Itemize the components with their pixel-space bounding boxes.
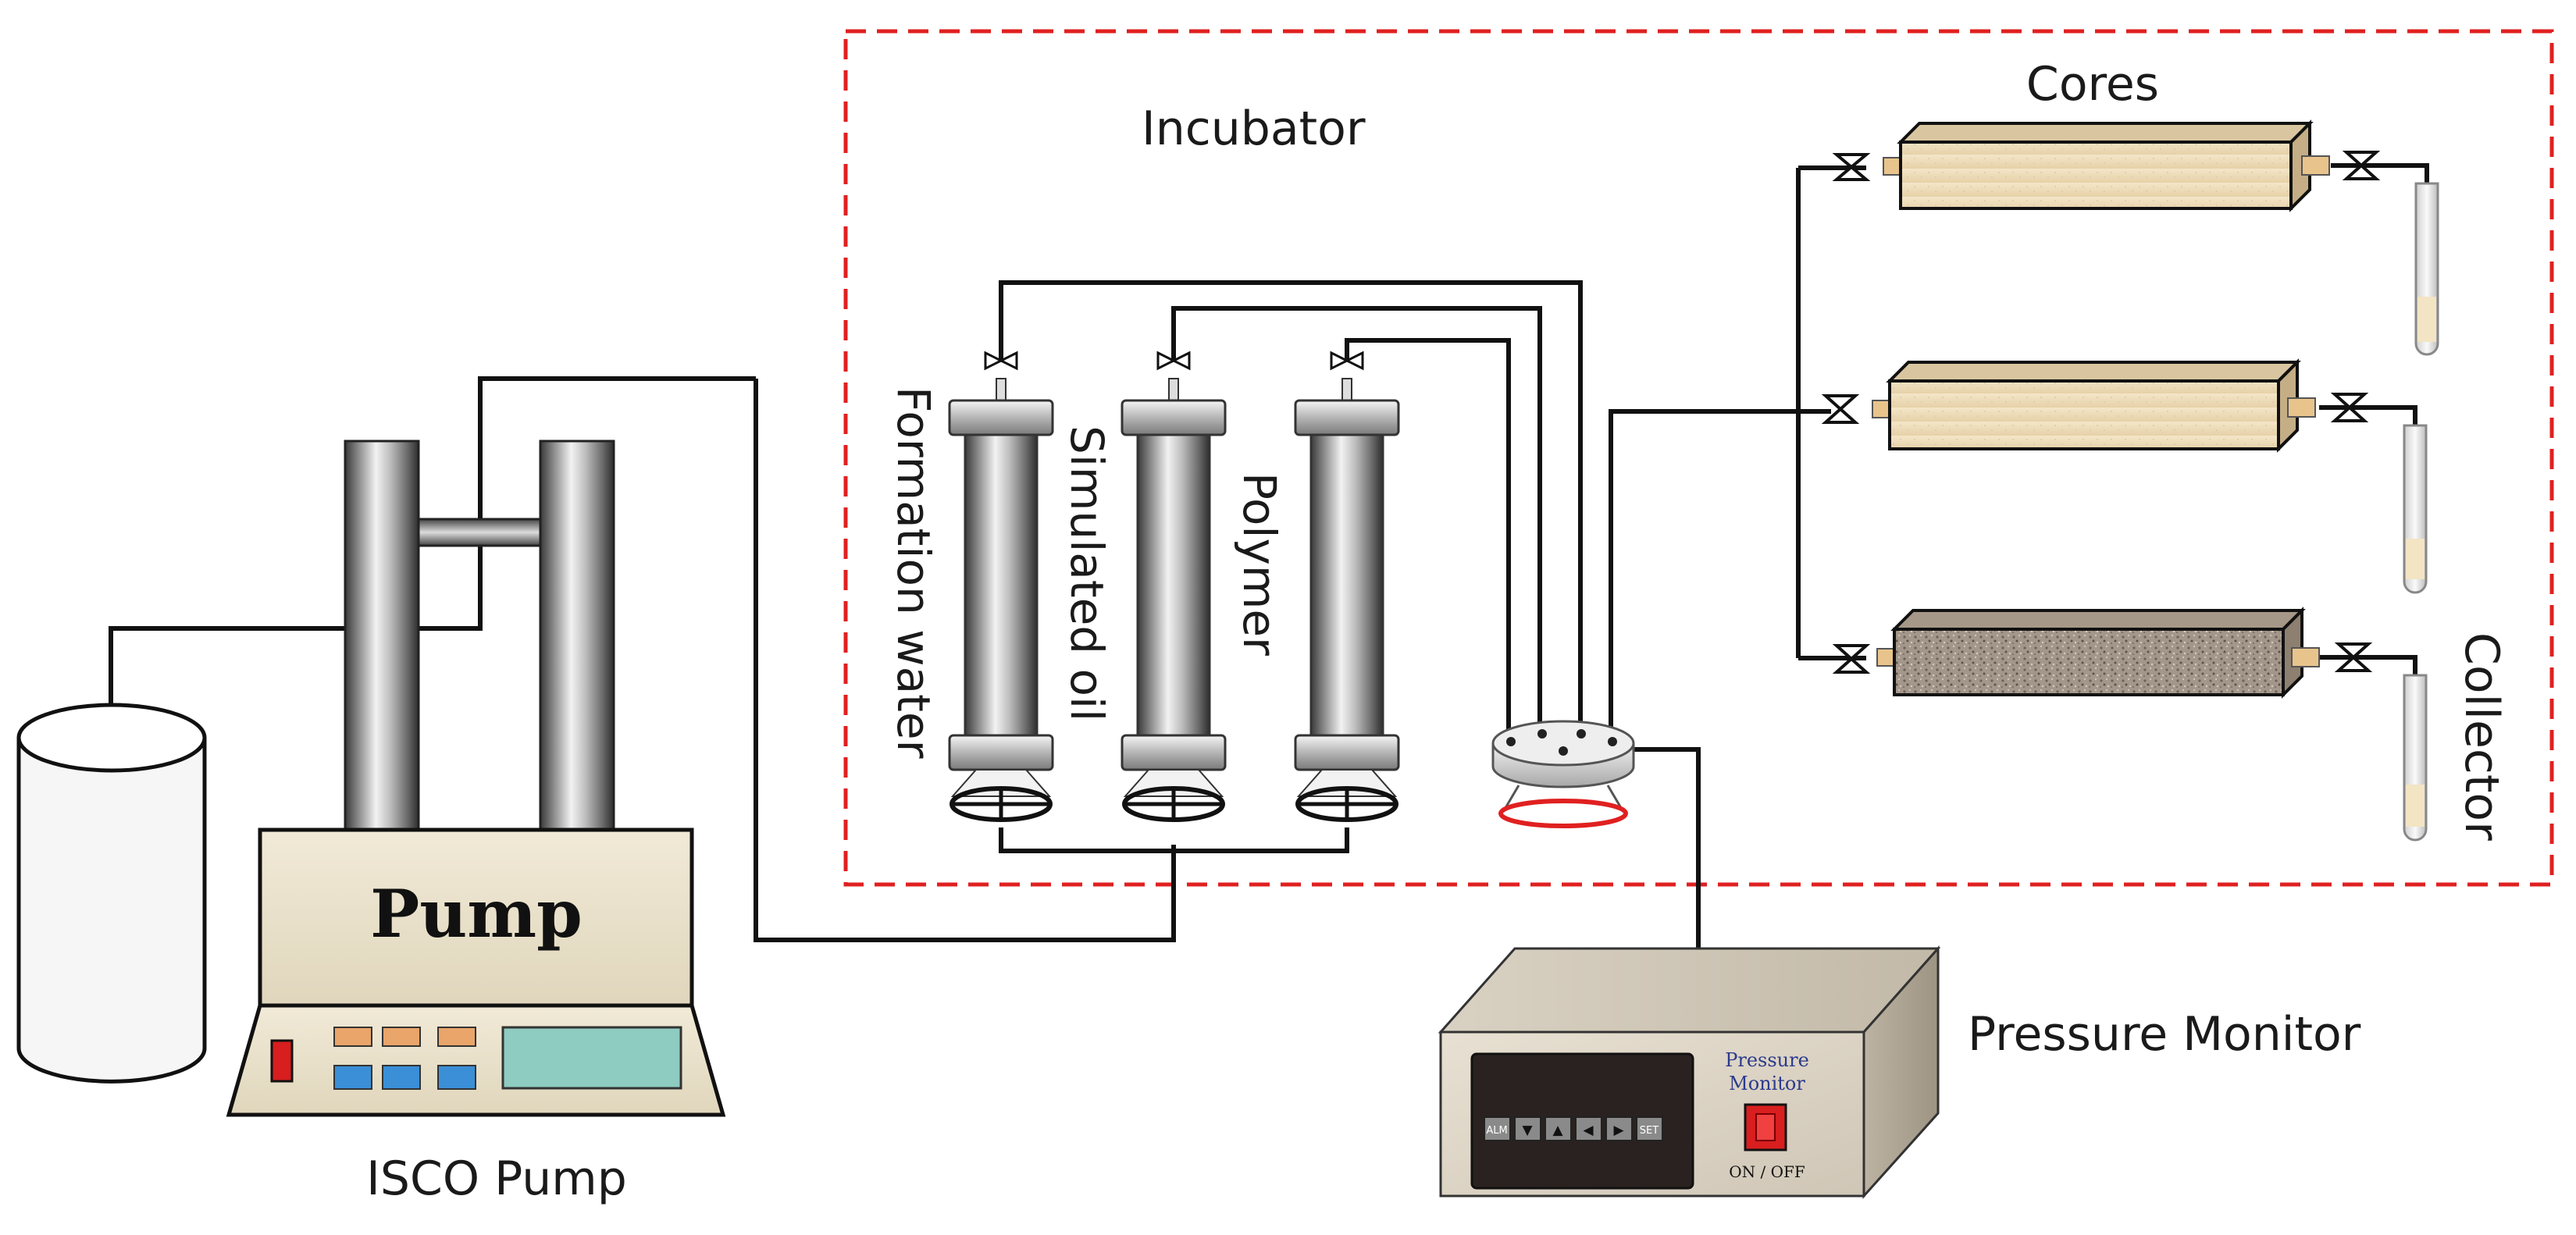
incubator-label: Incubator (1142, 101, 1366, 156)
monitor-key-label: ▼ (1522, 1123, 1533, 1138)
collector-tube-3 (2403, 674, 2428, 842)
needle-valve-icon[interactable] (1156, 345, 1191, 371)
pipe-pump-to-manifold (754, 379, 1176, 942)
monitor-key[interactable] (1545, 1116, 1572, 1141)
cores-label: Cores (2026, 57, 2159, 112)
pump-key[interactable] (333, 1027, 372, 1047)
pump-body-label: Pump (370, 875, 583, 952)
needle-valve-icon[interactable] (984, 345, 1018, 371)
pump-body (258, 827, 694, 1008)
valve-icon[interactable] (1821, 394, 1860, 424)
pump-key[interactable] (382, 1065, 421, 1090)
selector-valve-block (1491, 720, 1635, 828)
pipe-bottom-manifold (999, 827, 1349, 853)
pressure-monitor-device: ALM ▼ ▲ ◀ ▶ SET Pressure Monitor ON / OF… (1438, 945, 1941, 1199)
monitor-panel-title: Pressure (1725, 1049, 1809, 1071)
pipe-to-cores (1609, 409, 1831, 730)
pipe-simulated-oil-out (1171, 306, 1542, 730)
handwheel-icon[interactable] (1122, 786, 1225, 822)
pump-key[interactable] (333, 1065, 372, 1090)
core-holder-1 (1832, 119, 2381, 212)
polymer-label: Polymer (1233, 472, 1286, 656)
needle-valve-icon[interactable] (1330, 345, 1364, 371)
monitor-key[interactable] (1484, 1116, 1511, 1141)
monitor-switch-label: ON / OFF (1729, 1162, 1805, 1181)
pump-crossbar (417, 518, 542, 547)
core-sample (1899, 141, 2293, 210)
monitor-key[interactable] (1636, 1116, 1663, 1141)
core-sample (1888, 379, 2280, 450)
water-container (16, 703, 207, 1084)
valve-icon[interactable] (2342, 151, 2381, 180)
pump-power-switch[interactable] (270, 1039, 294, 1083)
isco-pump: Pump (226, 440, 726, 1117)
pump-keypad (333, 1027, 476, 1090)
pipe-formation-water-out (999, 280, 1583, 730)
monitor-key[interactable] (1514, 1116, 1541, 1141)
pump-piston-right (539, 440, 615, 849)
core-holder-2 (1821, 358, 2369, 453)
pipe-core1-out (2331, 163, 2429, 183)
formation-water-label: Formation water (887, 386, 940, 759)
pump-key[interactable] (382, 1027, 421, 1047)
pressure-monitor-label: Pressure Monitor (1968, 1007, 2361, 1062)
monitor-key-label: SET (1640, 1125, 1659, 1137)
monitor-key[interactable] (1575, 1116, 1602, 1141)
monitor-keypad: ALM ▼ ▲ ◀ ▶ SET (1484, 1116, 1663, 1141)
accumulator-simulated-oil: Simulated oil (1060, 345, 1227, 822)
heater-ring (1498, 799, 1628, 828)
pipe-core2-out (2319, 405, 2417, 425)
valve-icon[interactable] (1832, 644, 1871, 674)
valve-icon[interactable] (2330, 393, 2369, 422)
core-holder-3 (1832, 607, 2373, 699)
pipe-core3-out (2319, 655, 2417, 675)
handwheel-icon[interactable] (1295, 786, 1398, 822)
collector-label: Collector (2454, 632, 2509, 841)
monitor-key-label: ▶ (1613, 1123, 1624, 1138)
isco-pump-label: ISCO Pump (366, 1151, 627, 1206)
handwheel-icon[interactable] (950, 786, 1053, 822)
collector-tube-2 (2403, 424, 2428, 594)
monitor-key-label: ◀ (1583, 1123, 1594, 1138)
accumulator-formation-water: Formation water (887, 345, 1054, 822)
pump-display (501, 1026, 682, 1090)
monitor-key-label: ▲ (1552, 1123, 1563, 1138)
monitor-panel-title: Monitor (1729, 1073, 1805, 1094)
valve-icon[interactable] (1832, 153, 1871, 181)
pump-piston-left (344, 440, 420, 849)
monitor-key[interactable] (1605, 1116, 1633, 1141)
accumulator-polymer: Polymer (1233, 345, 1400, 822)
pump-key[interactable] (437, 1027, 476, 1047)
pump-key[interactable] (437, 1065, 476, 1090)
collector-tube-1 (2414, 182, 2439, 356)
core-sample (1893, 628, 2285, 696)
simulated-oil-label: Simulated oil (1060, 425, 1113, 721)
pipe-container-to-pump (109, 376, 756, 710)
valve-icon[interactable] (2334, 642, 2373, 672)
monitor-key-label: ALM (1486, 1125, 1507, 1137)
